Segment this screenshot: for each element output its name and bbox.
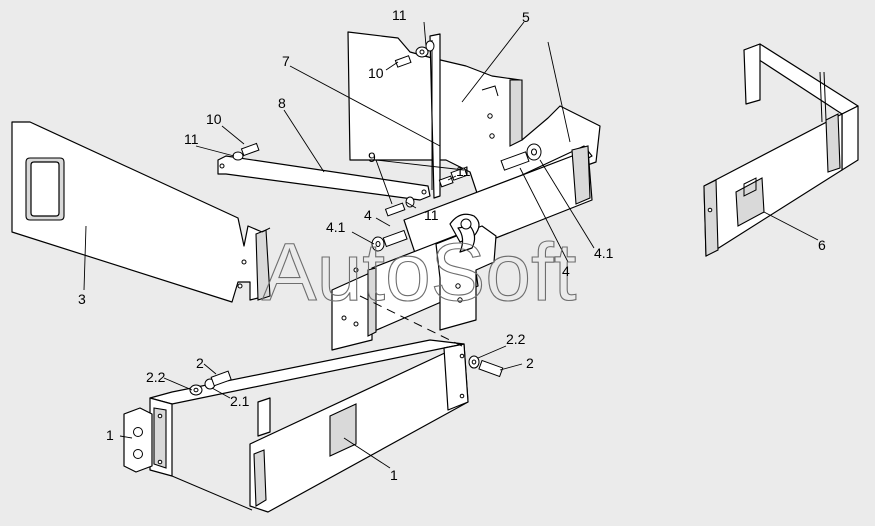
callout-11-right: 11 — [456, 163, 471, 179]
part-3-side-plate — [11, 121, 271, 303]
callout-11-top: 11 — [392, 7, 407, 23]
leader-lines — [83, 21, 819, 469]
callout-2-2-left: 2.2 — [146, 369, 166, 385]
callout-8: 8 — [278, 95, 286, 111]
callout-2-right: 2 — [526, 355, 534, 371]
part-8-brace — [217, 155, 431, 201]
callout-10-left: 10 — [206, 111, 222, 127]
assembly-centerline — [359, 295, 463, 347]
callout-11-left: 11 — [184, 131, 199, 147]
callout-1-bottom: 1 — [390, 467, 398, 483]
callout-4-1-left: 4.1 — [326, 219, 346, 235]
fasteners — [189, 40, 542, 396]
callout-4-1-right: 4.1 — [594, 245, 614, 261]
part-7-rod — [429, 33, 441, 199]
callout-9: 9 — [368, 149, 376, 165]
callout-labels: 11 10 5 7 8 10 11 9 11 4 11 4.1 4 4.1 3 … — [78, 7, 826, 483]
callout-4-left: 4 — [364, 207, 372, 223]
callout-10-top: 10 — [368, 65, 384, 81]
callout-11-mid: 11 — [424, 207, 439, 223]
tow-hook-assembly — [331, 213, 497, 351]
watermark-text: AutoSoft — [262, 227, 577, 318]
callout-4-right: 4 — [562, 263, 570, 279]
callout-1-left: 1 — [106, 427, 114, 443]
callout-6: 6 — [818, 237, 826, 253]
callout-2-left: 2 — [196, 355, 204, 371]
callout-3: 3 — [78, 291, 86, 307]
callout-5: 5 — [522, 9, 530, 25]
callout-7: 7 — [282, 53, 290, 69]
part-1-lower-frame — [149, 339, 469, 513]
part-1-small-plate — [123, 407, 153, 473]
callout-2-2-right: 2.2 — [506, 331, 526, 347]
part-6-frame — [703, 43, 859, 257]
callout-2-1: 2.1 — [230, 393, 250, 409]
